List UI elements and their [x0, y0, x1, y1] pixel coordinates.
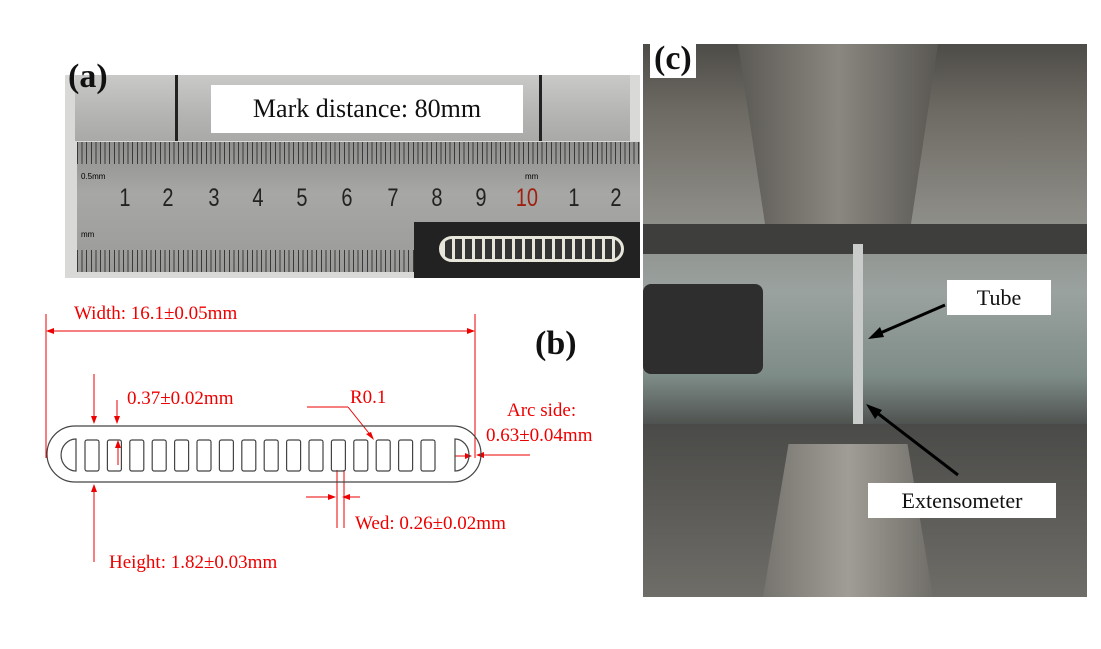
ruler-unit: mm: [81, 230, 95, 239]
ruler-number: 1: [119, 184, 131, 212]
ruler-number: 2: [162, 184, 174, 212]
height-label: Height: 1.82±0.03mm: [109, 552, 278, 573]
rectangular-cavity: [308, 439, 324, 472]
rectangular-cavity: [398, 439, 414, 472]
rectangular-cavity: [106, 439, 123, 472]
tube-cross-section-inset: [414, 222, 640, 278]
rectangular-cavity: [353, 439, 369, 472]
tube-specimen: [853, 244, 863, 464]
rectangular-cavity: [129, 439, 145, 472]
tube-label: Tube: [947, 280, 1051, 315]
rectangular-cavity: [330, 439, 346, 472]
ruler-specimen-photo: Mark distance: 80mm 0.5mm 1 2 3 4 5 6 7 …: [65, 75, 640, 278]
ruler-number: 10: [515, 184, 539, 212]
ruler-number: 2: [610, 184, 622, 212]
mark-distance-label: Mark distance: 80mm: [211, 85, 523, 133]
ruler-number: 9: [475, 184, 487, 212]
wall-thickness-label: 0.37±0.02mm: [127, 388, 234, 409]
tensile-test-photo: [643, 44, 1087, 597]
rectangular-cavity: [263, 439, 279, 472]
rectangular-cavity: [420, 439, 436, 472]
ruler-number: 5: [296, 184, 308, 212]
ruler-ticks-top: [77, 142, 640, 164]
panel-label-c: (c): [650, 40, 696, 78]
ruler-unit: mm: [525, 172, 539, 181]
lower-grip: [763, 444, 933, 597]
specimen-bar: Mark distance: 80mm: [75, 75, 630, 141]
width-label: Width: 16.1±0.05mm: [74, 303, 238, 324]
extensometer-body: [643, 284, 763, 374]
arc-cavity-left: [60, 438, 77, 472]
tube-cross-section-photo: [439, 236, 624, 262]
panel-label-b: (b): [535, 325, 577, 362]
arc-side-label: Arc side:: [507, 400, 577, 421]
rectangular-cavity: [375, 439, 391, 472]
rectangular-cavity: [286, 439, 302, 472]
ruler-number: 4: [252, 184, 264, 212]
ruler-number: 1: [568, 184, 580, 212]
upper-grip: [738, 44, 938, 244]
rectangular-cavity: [218, 439, 234, 472]
tube-outline: [46, 425, 482, 483]
ruler-number: 8: [431, 184, 443, 212]
ruler-unit: 0.5mm: [81, 172, 106, 181]
upper-crosshead: [643, 224, 1087, 254]
rectangular-cavity: [174, 439, 190, 472]
extensometer-label: Extensometer: [868, 483, 1056, 518]
ruler-number: 3: [208, 184, 220, 212]
radius-label: R0.1: [350, 387, 387, 408]
rectangular-cavity: [151, 439, 167, 472]
ruler-number: 6: [341, 184, 353, 212]
rectangular-cavity: [196, 439, 212, 472]
rectangular-cavities: [84, 439, 436, 472]
gauge-mark: [539, 75, 542, 141]
tube-dimension-drawing: [45, 314, 530, 562]
gauge-mark: [175, 75, 178, 141]
rectangular-cavity: [241, 439, 257, 472]
arc-cavity-right: [454, 438, 470, 472]
panel-label-a: (a): [68, 58, 108, 95]
arc-side-value: 0.63±0.04mm: [486, 425, 593, 446]
rectangular-cavity: [84, 439, 100, 472]
ruler-number: 7: [387, 184, 399, 212]
web-thickness-label: Wed: 0.26±0.02mm: [355, 513, 506, 534]
